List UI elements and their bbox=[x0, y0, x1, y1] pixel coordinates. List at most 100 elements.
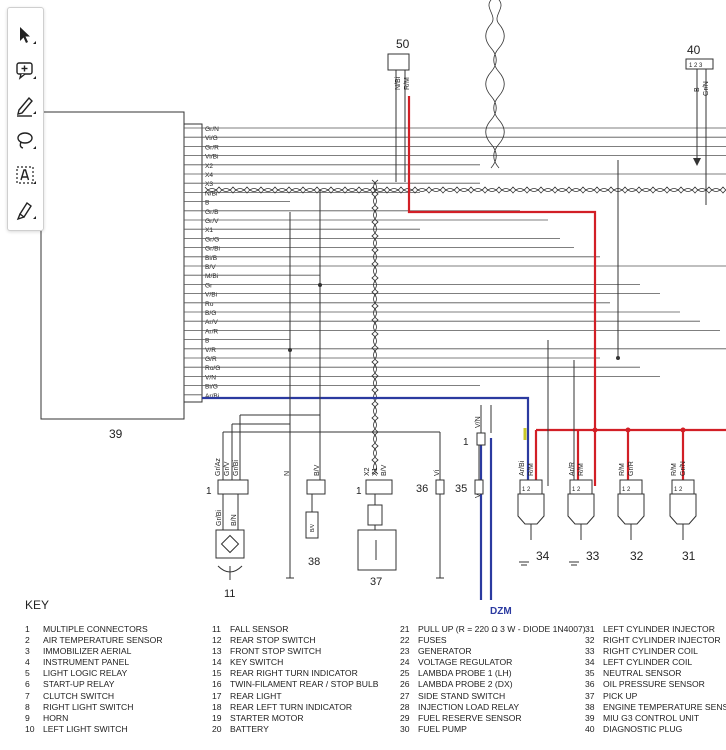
component-37: 1 X2 X1 B/V 37 bbox=[356, 464, 397, 588]
key-item-text: REAR LIGHT bbox=[230, 690, 282, 701]
ecu-pin-label: M/Bi bbox=[205, 273, 219, 280]
key-item-text: PICK UP bbox=[603, 690, 638, 701]
key-item: 11 FALL SENSOR bbox=[212, 624, 288, 635]
ecu-pin-label: Ar/Bi bbox=[205, 393, 220, 400]
key-item-number: 6 bbox=[25, 679, 30, 690]
component-35-label: 35 bbox=[455, 483, 467, 495]
key-item-number: 37 bbox=[585, 690, 595, 701]
ecu-pin-label: N/Bi bbox=[205, 190, 218, 197]
component-31-pin-2: Gr/N bbox=[680, 461, 687, 476]
key-item-number: 22 bbox=[400, 635, 410, 646]
key-item-text: FRONT STOP SWITCH bbox=[230, 646, 322, 657]
key-item-text: GENERATOR bbox=[418, 646, 472, 657]
component-38-block: B/V bbox=[310, 523, 316, 532]
text-select-tool-button[interactable] bbox=[12, 162, 39, 189]
ecu-pin-label: X4 bbox=[205, 172, 213, 179]
svg-text:1 2: 1 2 bbox=[572, 487, 581, 493]
ecu-pin-label: Gr/B bbox=[205, 209, 219, 216]
twisted-pair-top bbox=[485, 0, 505, 169]
highlighter-tool-button[interactable] bbox=[12, 197, 39, 224]
component-32-pin-1: R/M bbox=[619, 463, 626, 476]
key-item-text: FALL SENSOR bbox=[230, 624, 289, 634]
key-item-number: 10 bbox=[25, 723, 35, 734]
ecu-pin-label: Gr/N bbox=[205, 126, 219, 133]
pen-tool-button[interactable] bbox=[12, 92, 39, 119]
fuse-1 bbox=[476, 432, 486, 446]
key-item-text: FUEL PUMP bbox=[418, 723, 467, 734]
key-item-number: 11 bbox=[212, 624, 221, 634]
component-11-pin-num: 1 bbox=[206, 486, 212, 497]
key-item-text: REAR STOP SWITCH bbox=[230, 635, 316, 646]
component-37-pin-num: 1 bbox=[356, 486, 362, 497]
ecu-pin-label: G/R bbox=[205, 356, 217, 363]
component-38: N B/V B/V 38 bbox=[284, 464, 326, 568]
twisted-pair-pickup bbox=[371, 179, 379, 475]
key-item-text: BATTERY bbox=[230, 723, 269, 734]
ecu-pin-label: Ro bbox=[205, 301, 214, 308]
key-item-text: RIGHT LIGHT SWITCH bbox=[43, 701, 134, 712]
ecu-pin-label: B bbox=[205, 338, 210, 345]
ecu-pin-label: Ar/R bbox=[205, 328, 218, 335]
key-item: 37 PICK UP bbox=[585, 690, 637, 702]
key-item-text: ENGINE TEMPERATURE SENSOR bbox=[603, 701, 726, 712]
component-34-pin-1: Ar/Bi bbox=[519, 460, 526, 476]
annotation-toolbar bbox=[7, 7, 44, 231]
component-36: Vi 36 bbox=[416, 469, 445, 495]
key-item: 22 FUSES bbox=[400, 635, 447, 646]
connector-40 bbox=[685, 58, 714, 70]
ecu-pin-label: V/R bbox=[205, 347, 216, 354]
ecu-pin-label: B/V bbox=[205, 264, 216, 271]
component-31-pin-1: R/M bbox=[671, 463, 678, 476]
key-item-text: STARTER MOTOR bbox=[230, 712, 304, 723]
lasso-icon bbox=[17, 132, 36, 149]
key-item-number: 25 bbox=[400, 668, 410, 679]
key-item-number: 32 bbox=[585, 635, 595, 646]
select-tool-button[interactable] bbox=[12, 22, 39, 49]
add-comment-tool-button[interactable] bbox=[12, 57, 39, 84]
key-item-text: OIL PRESSURE SENSOR bbox=[603, 679, 705, 690]
key-item-text: LAMBDA PROBE 2 (DX) bbox=[418, 679, 513, 690]
add-comment-icon bbox=[16, 62, 36, 80]
text-select-icon bbox=[16, 166, 36, 184]
ecu-pin-label: Gr/V bbox=[205, 218, 219, 225]
key-title: KEY bbox=[25, 598, 50, 612]
component-33-pin-1: Ar/R bbox=[569, 462, 576, 476]
key-item-number: 26 bbox=[400, 679, 410, 690]
key-item-number: 21 bbox=[400, 624, 410, 634]
red-power-wire bbox=[407, 96, 726, 486]
connector-40-terminals: 1 2 3 bbox=[689, 63, 703, 69]
key-item-number: 31 bbox=[585, 624, 595, 634]
key-item-text: IMMOBILIZER AERIAL bbox=[43, 646, 132, 657]
ecu-pin-labels: Gr/NVi/GGr/RVi/BiX2X4X3N/BiBGr/BGr/VX1Gr… bbox=[184, 126, 221, 400]
lasso-tool-button[interactable] bbox=[12, 127, 39, 154]
key-item-text: FUSES bbox=[418, 635, 447, 646]
key-item-text: MULTIPLE CONNECTORS bbox=[43, 624, 148, 634]
key-item-number: 33 bbox=[585, 646, 595, 657]
key-item-number: 20 bbox=[212, 723, 222, 734]
component-38-pin-1: N bbox=[284, 471, 291, 476]
key-item-text: REAR RIGHT TURN INDICATOR bbox=[230, 668, 358, 679]
component-31-label: 31 bbox=[682, 549, 696, 563]
ecu-pin-label: Vi/G bbox=[205, 135, 218, 142]
key-item-text: LEFT CYLINDER COIL bbox=[603, 657, 693, 668]
connector-40-arrow bbox=[693, 158, 701, 166]
key-item-number: 39 bbox=[585, 712, 595, 723]
